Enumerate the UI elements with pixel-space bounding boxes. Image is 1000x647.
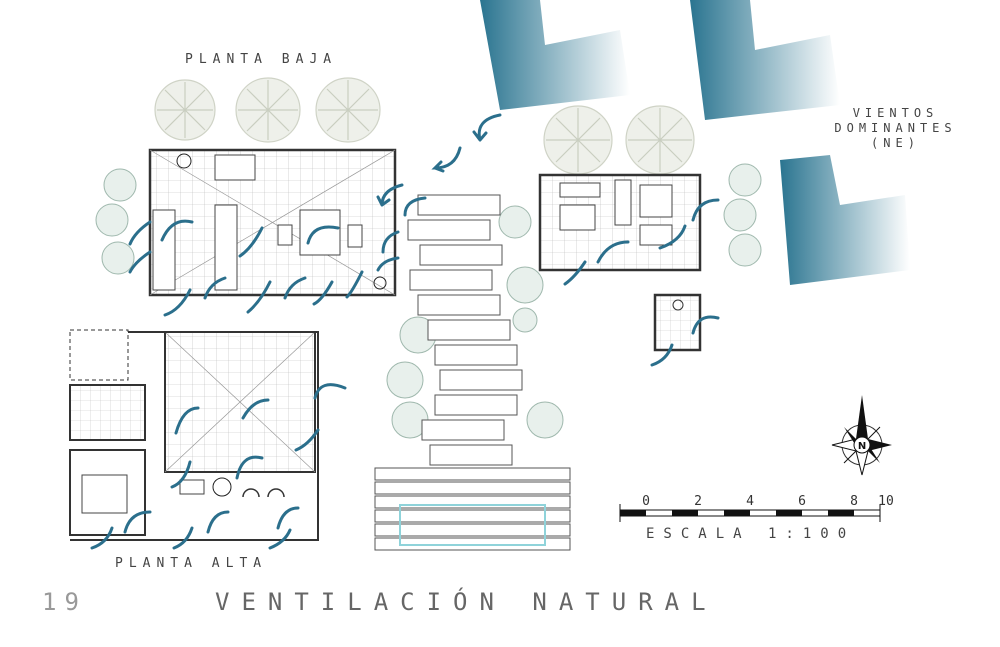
wind-arrow <box>170 460 192 489</box>
wind-arrow <box>203 276 227 300</box>
wind-arrow <box>691 198 720 222</box>
wind-arrow <box>381 230 400 254</box>
deck-pool <box>374 467 571 551</box>
wind-shapes <box>480 0 910 285</box>
page-title: VENTILACIÓN NATURAL <box>215 588 718 616</box>
scale-tick: 10 <box>878 494 894 509</box>
vegetation <box>154 77 695 175</box>
wind-arrow <box>174 406 200 435</box>
shrub <box>95 203 129 237</box>
scale-tick: 2 <box>694 494 702 509</box>
north-letter: N <box>858 441 866 452</box>
tree-canopy <box>235 77 301 143</box>
shrub <box>723 198 757 232</box>
ventilation-arrows <box>90 113 720 550</box>
shrub <box>103 168 137 202</box>
scale-tick: 0 <box>642 494 650 509</box>
wind-arrow <box>246 280 272 314</box>
planta-alta-label: PLANTA ALTA <box>115 556 268 571</box>
wind-arrow <box>312 280 334 306</box>
scale-tick: 8 <box>850 494 858 509</box>
shrub <box>101 241 135 275</box>
wind-shape <box>780 155 910 285</box>
stone <box>417 294 501 316</box>
wind-arrow <box>268 528 292 550</box>
wind-arrow <box>596 240 630 264</box>
stone <box>439 369 523 391</box>
shrub <box>498 205 532 239</box>
bathroom-plan <box>653 293 702 352</box>
shrub <box>506 266 544 304</box>
page-number: 19 <box>42 588 87 616</box>
wind-arrow <box>431 146 462 173</box>
wind-arrow <box>235 455 264 480</box>
bedroom-plan <box>538 173 702 272</box>
tree-canopy <box>154 79 216 141</box>
north-compass: N <box>831 395 892 476</box>
wind-arrow <box>306 225 340 245</box>
wind-arrow <box>172 526 194 550</box>
wind-arrow <box>128 220 152 246</box>
stone <box>429 444 513 466</box>
scale-label: ESCALA 1:100 <box>646 526 856 542</box>
winds-line-1: VIENTOS <box>852 106 939 120</box>
shrubs <box>95 163 762 439</box>
wind-arrow <box>123 510 152 534</box>
wind-arrow <box>313 383 347 400</box>
wind-arrow <box>403 196 427 217</box>
stone <box>409 269 493 291</box>
wind-arrow <box>294 428 320 452</box>
wind-arrow <box>206 510 230 534</box>
shrub <box>386 361 424 399</box>
winds-line-3: (NE) <box>871 136 920 150</box>
stone <box>434 344 518 366</box>
wind-arrow <box>241 398 270 420</box>
tree-canopy <box>543 105 613 175</box>
wind-shape <box>480 0 630 110</box>
scale-bar <box>619 504 881 522</box>
wind-arrow <box>376 183 404 207</box>
stepping-stones <box>407 194 523 466</box>
wind-arrow <box>345 270 364 299</box>
dominant-winds-label: VIENTOS DOMINANTES (NE) <box>808 106 983 151</box>
wind-arrow <box>472 113 502 142</box>
stone <box>417 194 501 216</box>
shrub <box>526 401 564 439</box>
wind-arrow <box>90 526 114 550</box>
stone <box>421 419 505 441</box>
scale-tick: 6 <box>798 494 806 509</box>
wind-arrow <box>283 276 307 300</box>
wind-arrow <box>276 506 300 530</box>
shrub <box>512 307 538 333</box>
wind-arrow <box>163 288 192 317</box>
wind-arrow <box>376 256 400 272</box>
stone <box>419 244 503 266</box>
wind-arrow <box>563 260 587 286</box>
wind-arrow <box>160 219 194 242</box>
stone <box>434 394 518 416</box>
wind-arrow <box>128 250 152 274</box>
tree-canopy <box>315 77 381 143</box>
stone <box>407 219 491 241</box>
scale-tick: 4 <box>746 494 754 509</box>
pool <box>399 504 546 546</box>
winds-line-2: DOMINANTES <box>834 121 957 135</box>
wind-arrow <box>658 224 687 250</box>
shrub <box>728 163 762 197</box>
wind-arrow <box>650 343 674 367</box>
wind-arrow <box>238 226 264 258</box>
planta-alta-plan <box>69 329 319 541</box>
wind-shape <box>690 0 840 120</box>
shrub <box>728 233 762 267</box>
planta-baja-label: PLANTA BAJA <box>185 52 338 67</box>
wind-arrow <box>691 315 720 335</box>
stone <box>427 319 511 341</box>
tree-canopy <box>625 105 695 175</box>
